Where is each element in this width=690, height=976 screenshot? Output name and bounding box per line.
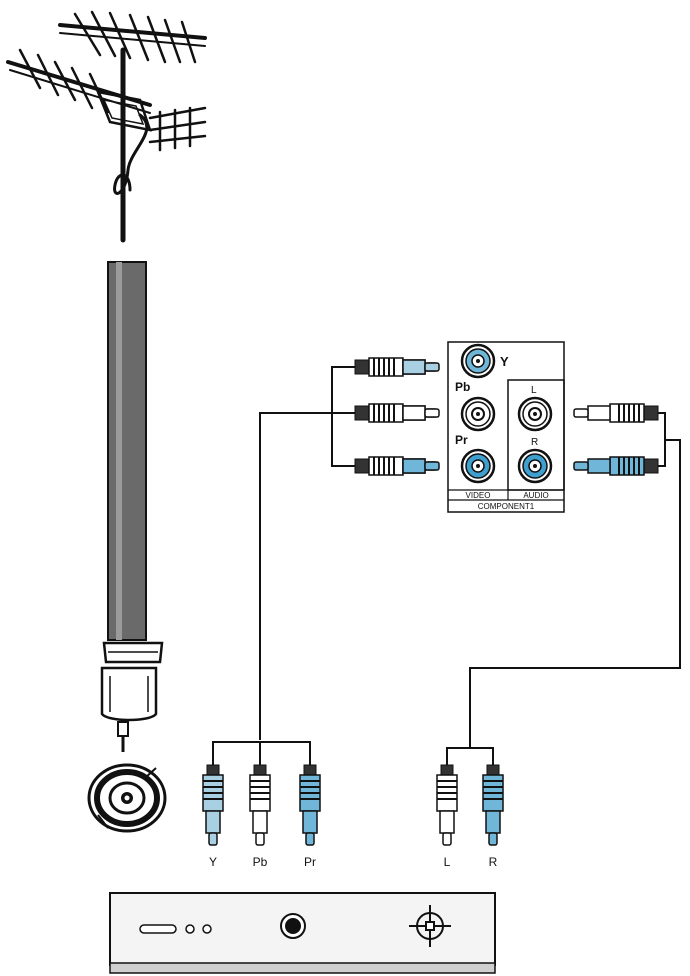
- video-cable-wires: [212, 366, 355, 765]
- plug-y-vertical[interactable]: [202, 764, 224, 846]
- jack-audio-r[interactable]: [517, 448, 553, 484]
- led-icon: [202, 924, 212, 934]
- plug-pb-vertical[interactable]: [249, 764, 271, 846]
- jack-label-pb: Pb: [455, 380, 470, 394]
- plug-l-horizontal[interactable]: [573, 403, 659, 423]
- plug-pb-horizontal[interactable]: [354, 403, 440, 423]
- rf-socket-icon: [87, 763, 167, 833]
- coax-cable: [100, 261, 164, 752]
- plug-label-l: L: [444, 855, 451, 869]
- jack-audio-l[interactable]: [517, 396, 553, 432]
- jack-label-pr: Pr: [455, 433, 468, 447]
- group-label-video: VIDEO: [466, 491, 491, 500]
- plug-label-pb: Pb: [253, 855, 268, 869]
- jack-label-l: L: [531, 385, 537, 396]
- plug-pr-vertical[interactable]: [299, 764, 321, 846]
- disc-slot: [139, 924, 177, 934]
- plug-l-vertical[interactable]: [436, 764, 458, 846]
- dpad-icon[interactable]: [409, 905, 451, 947]
- led-icon: [185, 924, 195, 934]
- plug-r-vertical[interactable]: [482, 764, 504, 846]
- jack-pb[interactable]: [460, 396, 496, 432]
- group-label-audio: AUDIO: [523, 491, 548, 500]
- plug-label-pr: Pr: [304, 855, 316, 869]
- plug-pr-horizontal[interactable]: [354, 456, 440, 476]
- plug-r-horizontal[interactable]: [573, 456, 659, 476]
- plug-label-y: Y: [209, 855, 217, 869]
- plug-y-horizontal[interactable]: [354, 357, 440, 377]
- plug-label-r: R: [489, 855, 498, 869]
- antenna-icon: [6, 10, 207, 243]
- panel-name-label: COMPONENT1: [478, 502, 535, 511]
- jack-label-y: Y: [500, 354, 509, 369]
- source-device: [109, 892, 496, 974]
- audio-cable-wires: [446, 412, 681, 765]
- jack-y[interactable]: [460, 343, 496, 379]
- jack-label-r: R: [531, 437, 538, 448]
- jack-pr[interactable]: [460, 448, 496, 484]
- power-knob-icon[interactable]: [280, 913, 306, 939]
